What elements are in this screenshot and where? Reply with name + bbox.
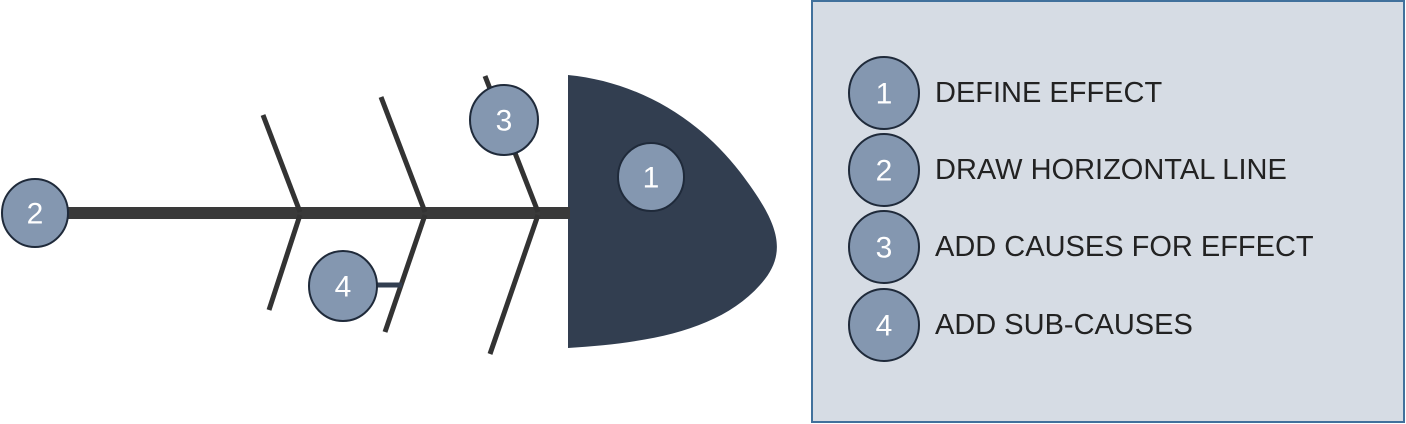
svg-text:2: 2: [876, 155, 893, 188]
fish-head-effect: [568, 75, 777, 348]
legend-item-1: 1 DEFINE EFFECT: [848, 56, 1162, 130]
cause-bone-2-lower: [382, 214, 428, 333]
cause-bone-1-lower: [266, 214, 303, 311]
svg-text:4: 4: [876, 310, 893, 343]
cause-bone-3-lower: [487, 214, 541, 355]
svg-text:3: 3: [876, 232, 893, 265]
cause-bone-2-upper: [378, 96, 428, 213]
svg-text:ADD SUB-CAUSES: ADD SUB-CAUSES: [935, 309, 1193, 341]
marker-spine: 2: [1, 178, 69, 248]
svg-text:DEFINE EFFECT: DEFINE EFFECT: [935, 77, 1162, 109]
svg-text:DRAW HORIZONTAL LINE: DRAW HORIZONTAL LINE: [935, 154, 1287, 186]
svg-text:3: 3: [496, 105, 513, 138]
legend-item-4: 4 ADD SUB-CAUSES: [848, 288, 1193, 362]
svg-text:1: 1: [876, 78, 893, 111]
svg-text:2: 2: [27, 198, 44, 231]
svg-text:ADD CAUSES FOR EFFECT: ADD CAUSES FOR EFFECT: [935, 231, 1314, 263]
marker-subcause: 4: [308, 250, 378, 322]
svg-text:1: 1: [643, 162, 660, 195]
marker-cause: 3: [469, 84, 539, 156]
marker-effect: 1: [617, 142, 685, 212]
legend-item-2: 2 DRAW HORIZONTAL LINE: [848, 133, 1287, 207]
legend-item-3: 3 ADD CAUSES FOR EFFECT: [848, 210, 1314, 284]
cause-bone-1-upper: [260, 114, 303, 213]
svg-text:4: 4: [335, 271, 352, 304]
